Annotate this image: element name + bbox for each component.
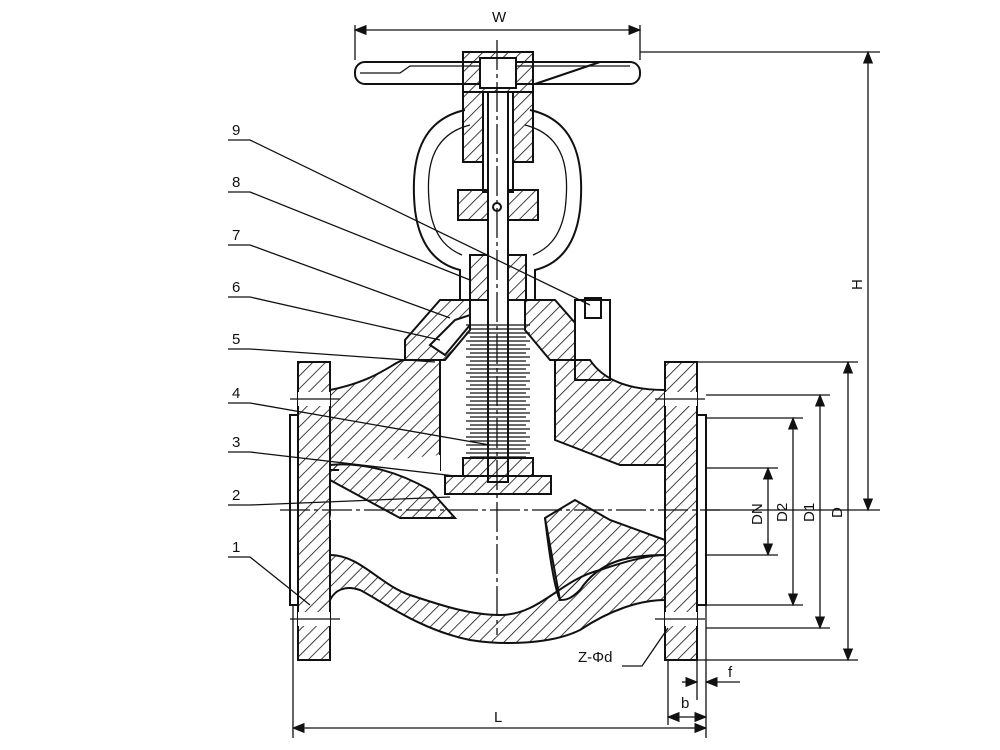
dim-d1-label: D1 <box>801 503 818 522</box>
stem-bellows <box>444 91 552 495</box>
dim-h-label: H <box>849 279 866 290</box>
bellows <box>466 324 530 458</box>
dim-d2-label: D2 <box>774 503 791 522</box>
part-label-3: 3 <box>232 434 240 451</box>
part-label-1: 1 <box>232 539 240 556</box>
part-label-5: 5 <box>232 331 240 348</box>
handwheel <box>354 51 641 93</box>
part-label-7: 7 <box>232 227 240 244</box>
dimension-lines <box>291 24 880 738</box>
part-label-4: 4 <box>232 385 240 402</box>
part-label-6: 6 <box>232 279 240 296</box>
part-label-8: 8 <box>232 174 240 191</box>
dim-w-label: W <box>492 9 507 26</box>
part-label-9: 9 <box>232 122 240 139</box>
dim-d-label: D <box>829 507 846 518</box>
dim-dn-label: DN <box>749 503 766 525</box>
dim-b-label: b <box>681 695 689 712</box>
dim-l-label: L <box>494 709 502 726</box>
part-label-2: 2 <box>232 487 240 504</box>
part-leaders <box>228 139 591 606</box>
dim-z-label: Z-Φd <box>578 649 612 666</box>
dim-f-label: f <box>728 664 733 681</box>
